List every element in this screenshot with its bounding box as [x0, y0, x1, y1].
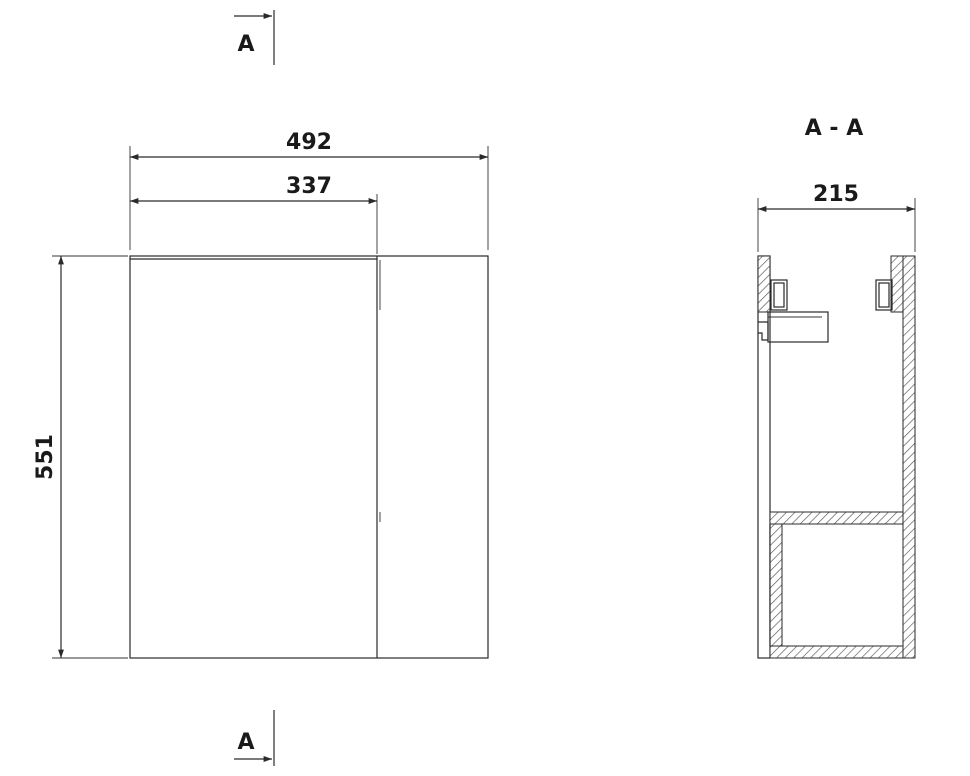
section-label-bottom: A [237, 730, 254, 755]
front-view: 492 337 551 [33, 130, 489, 659]
mounting-bracket-left [770, 279, 788, 311]
front-panel-top-block [890, 255, 904, 313]
mounting-bracket-right-inner [878, 282, 890, 308]
dimension-label-depth: 215 [813, 182, 859, 207]
hanging-rail [767, 311, 829, 343]
dimension-label-height: 551 [33, 434, 58, 480]
back-wall-bottom-block [769, 511, 783, 659]
section-view-title: A - A [805, 116, 864, 141]
section-marker-bottom: A [234, 710, 275, 766]
cabinet-bottom [769, 645, 904, 659]
mounting-bracket-right [875, 279, 893, 311]
section-marker-top: A [234, 10, 275, 65]
section-label-top: A [237, 32, 254, 57]
back-wall-top-block [757, 255, 771, 313]
cabinet-outline [129, 255, 489, 659]
hanging-hook [758, 321, 769, 341]
shelf [769, 511, 904, 525]
dimension-label-door-width: 337 [286, 174, 332, 199]
front-panel [902, 255, 916, 659]
mounting-bracket-left-inner [773, 282, 785, 308]
section-view: A - A 215 [757, 116, 916, 659]
dimension-label-total-width: 492 [286, 130, 332, 155]
